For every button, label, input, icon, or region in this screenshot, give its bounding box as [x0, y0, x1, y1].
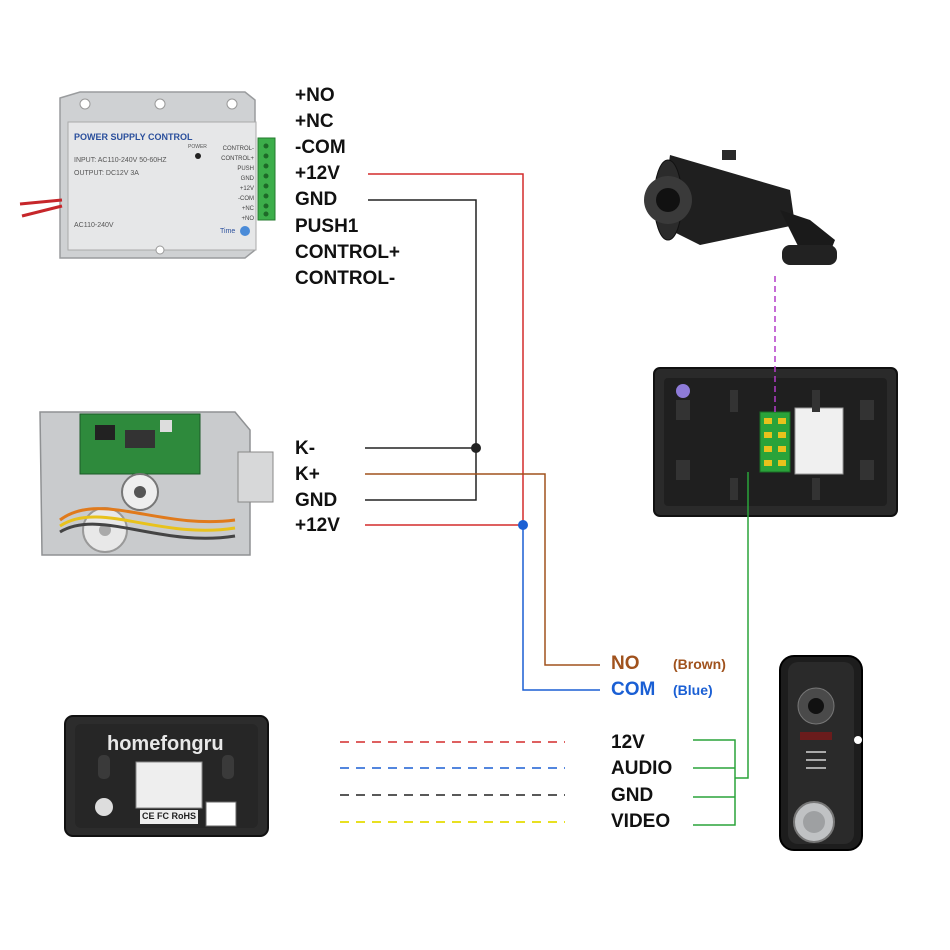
psu-terminal-label: GND: [240, 176, 254, 182]
psu-terminal-label: -COM: [238, 196, 254, 202]
psu-terminal-label: CONTROL-: [222, 146, 254, 152]
indoor-monitor: [653, 367, 898, 517]
psu-pin-label: CONTROL+: [295, 242, 401, 263]
psu-terminal-label: +NC: [241, 206, 254, 212]
doorbell-pin-label: VIDEO: [611, 811, 671, 832]
door-station: [779, 655, 863, 851]
doorbell-pin-label: AUDIO: [611, 758, 673, 779]
cctv-camera: [644, 150, 837, 265]
lock-pin-label: K-: [295, 438, 316, 459]
psu-terminal-label: +12V: [239, 186, 254, 192]
power-supply-unit: [19, 91, 276, 259]
psu-pin-label: CONTROL-: [295, 268, 396, 289]
lock-pin-label: GND: [295, 490, 338, 511]
psu-output-text: OUTPUT: DC12V 3A: [74, 170, 139, 177]
psu-terminal-label: CONTROL+: [221, 156, 254, 162]
psu-title: POWER SUPPLY CONTROL: [74, 132, 193, 142]
psu-pin-label: GND: [295, 189, 338, 210]
unlock-output-no: NO: [611, 653, 640, 674]
monitor-back: [64, 715, 269, 837]
psu-pin-label: +12V: [295, 163, 340, 184]
psu-input-text: INPUT: AC110-240V 50-60HZ: [74, 157, 167, 164]
psu-ac-text: AC110-240V: [74, 222, 114, 229]
psu-pin-label: PUSH1: [295, 216, 359, 237]
psu-time-text: Time: [220, 228, 236, 235]
psu-pin-label: +NC: [295, 111, 334, 132]
psu-terminal-label: PUSH: [237, 166, 254, 172]
lock-pin-label: K+: [295, 464, 320, 485]
unlock-output-com: COM: [611, 679, 656, 700]
unlock-output-no-note: (Brown): [673, 656, 726, 672]
psu-terminal-labels: CONTROL- CONTROL+ PUSH GND +12V -COM +NC…: [214, 144, 254, 224]
psu-pin-label: +NO: [295, 85, 335, 106]
unlock-output-com-note: (Blue): [673, 682, 713, 698]
doorbell-pin-label: 12V: [611, 732, 645, 753]
monitor-brand: homefongru: [107, 733, 224, 755]
lock-pin-label: +12V: [295, 515, 340, 536]
psu-pin-label: -COM: [295, 137, 346, 158]
psu-power-text: POWER: [188, 144, 207, 150]
monitor-cert-text: CE FC RoHS: [142, 811, 196, 821]
doorbell-pin-label: GND: [611, 785, 654, 806]
electric-lock: [39, 411, 274, 556]
psu-terminal-label: +NO: [241, 216, 254, 222]
